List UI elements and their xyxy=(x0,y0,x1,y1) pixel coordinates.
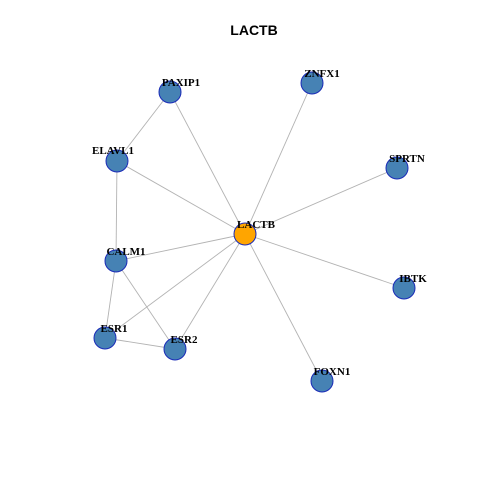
edge-layer xyxy=(104,82,405,382)
node-label-esr1: ESR1 xyxy=(101,323,128,335)
node-foxn1[interactable] xyxy=(310,369,334,393)
edge-elavl1-calm1 xyxy=(115,160,118,262)
node-label-esr2: ESR2 xyxy=(171,334,198,346)
edge-calm1-esr1 xyxy=(104,260,117,339)
edge-lactb-foxn1 xyxy=(244,233,323,382)
node-sprtn[interactable] xyxy=(385,156,409,180)
edge-paxip1-elavl1 xyxy=(116,91,171,162)
node-ibtk[interactable] xyxy=(392,276,416,300)
node-label-znfx1: ZNFX1 xyxy=(304,68,339,80)
edge-lactb-elavl1 xyxy=(116,160,246,235)
node-lactb[interactable] xyxy=(233,222,257,246)
node-calm1[interactable] xyxy=(104,249,128,273)
edge-calm1-esr2 xyxy=(115,260,176,350)
edge-esr1-esr2 xyxy=(104,337,176,350)
node-layer xyxy=(93,71,416,393)
edge-lactb-esr2 xyxy=(174,233,246,350)
edge-lactb-calm1 xyxy=(115,233,246,262)
node-label-foxn1: FOXN1 xyxy=(314,366,351,378)
node-elavl1[interactable] xyxy=(105,149,129,173)
node-label-paxip1: PAXIP1 xyxy=(162,77,200,89)
node-esr1[interactable] xyxy=(93,326,117,350)
edge-lactb-sprtn xyxy=(244,167,398,235)
edge-lactb-esr1 xyxy=(104,233,246,339)
node-label-lactb: LACTB xyxy=(237,219,276,231)
node-label-elavl1: ELAVL1 xyxy=(92,145,134,157)
edge-lactb-paxip1 xyxy=(169,91,246,235)
node-paxip1[interactable] xyxy=(158,80,182,104)
node-esr2[interactable] xyxy=(163,337,187,361)
node-label-ibtk: IBTK xyxy=(399,273,427,285)
node-label-calm1: CALM1 xyxy=(106,246,145,258)
node-znfx1[interactable] xyxy=(300,71,324,95)
diagram-title: LACTB xyxy=(230,22,277,38)
edge-lactb-znfx1 xyxy=(244,82,313,235)
edge-lactb-ibtk xyxy=(244,233,405,289)
node-label-sprtn: SPRTN xyxy=(389,153,425,165)
